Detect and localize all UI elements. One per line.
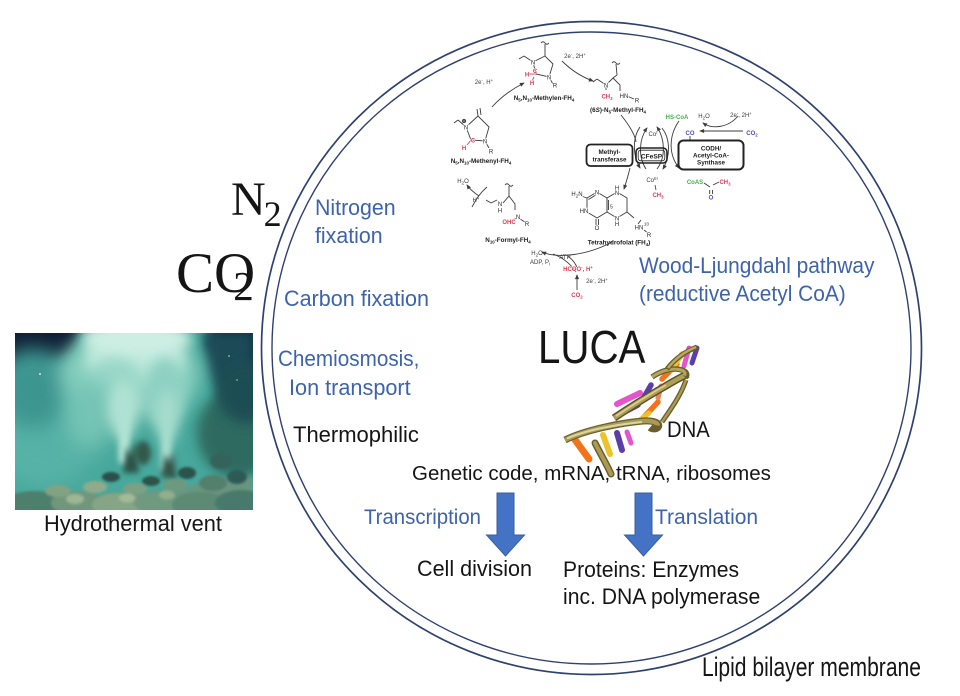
svg-text:O: O [595,226,600,232]
svg-text:5: 5 [610,205,613,211]
svg-text:C: C [533,69,538,75]
svg-text:H2N: H2N [571,192,582,198]
svg-text:H2O: H2O [531,251,543,257]
svg-text:Acetyl-CoA-: Acetyl-CoA- [693,153,729,160]
svg-text:ADP, Pi: ADP, Pi [530,260,550,266]
svg-text:H: H [615,186,619,192]
svg-text:OHC: OHC [502,220,516,226]
svg-text:H: H [615,222,619,228]
svg-text:O: O [709,196,714,202]
svg-text:H: H [462,146,466,152]
svg-text:N: N [464,126,468,132]
svg-text:ATP: ATP [559,255,570,261]
svg-text:R: R [635,99,640,105]
svg-text:H+: H+ [473,196,480,204]
svg-text:2e-, H+: 2e-, H+ [475,78,494,86]
svg-text:N: N [547,76,551,82]
svg-text:R: R [489,150,494,156]
svg-text:Synthase: Synthase [697,160,725,167]
svg-text:R: R [525,222,530,228]
svg-text:N: N [604,84,608,90]
svg-text:(6S)-N5-Methyl-FH4: (6S)-N5-Methyl-FH4 [590,107,647,114]
svg-text:CO: CO [686,131,695,137]
svg-text:2e-, 2H+: 2e-, 2H+ [730,111,752,119]
svg-text:HS-CoA: HS-CoA [666,115,689,121]
svg-text:CFeSP: CFeSP [641,154,663,161]
svg-text:CODH/: CODH/ [701,146,722,153]
svg-text:CoI: CoI [649,130,658,138]
svg-text:2e-, 2H+: 2e-, 2H+ [564,52,586,60]
svg-text:N: N [531,61,535,67]
svg-text:N: N [615,191,619,197]
svg-text:H2O: H2O [698,114,710,120]
svg-text:CH3: CH3 [719,180,731,186]
svg-text:CoIII: CoIII [646,176,657,184]
svg-text:10: 10 [644,222,649,227]
svg-text:HCOO-, H+: HCOO-, H+ [563,265,593,273]
svg-text:R: R [553,84,558,90]
svg-text:N: N [615,217,619,223]
svg-text:N5,N10-Methenyl-FH4: N5,N10-Methenyl-FH4 [451,158,512,165]
svg-text:N: N [595,191,599,197]
svg-text:CH3: CH3 [652,193,664,199]
svg-text:N: N [498,202,502,208]
svg-text:N: N [483,140,487,146]
svg-text:H: H [530,81,534,87]
svg-text:H: H [498,209,502,215]
svg-text:CO2: CO2 [571,293,583,299]
svg-text:transferase: transferase [593,157,627,164]
svg-text:2e-, 2H+: 2e-, 2H+ [586,277,608,285]
svg-text:C: C [471,139,476,145]
svg-text:N: N [516,215,520,221]
svg-text:HN: HN [580,209,589,215]
svg-text:HN: HN [635,226,644,232]
svg-text:H2O: H2O [457,179,469,185]
svg-text:R: R [647,233,652,239]
svg-text:CO2: CO2 [746,131,758,137]
svg-text:N5,N10-Methylen-FH4: N5,N10-Methylen-FH4 [514,95,575,102]
svg-text:CoAS: CoAS [687,180,703,186]
svg-text:HN: HN [620,94,629,100]
svg-text:H: H [525,73,529,79]
svg-text:Methyl-: Methyl- [598,149,620,156]
svg-text:N10-Formyl-FH4: N10-Formyl-FH4 [485,237,531,244]
svg-text:CH3: CH3 [601,95,613,101]
svg-text:Tetrahydrofolat (FH4): Tetrahydrofolat (FH4) [588,240,651,247]
